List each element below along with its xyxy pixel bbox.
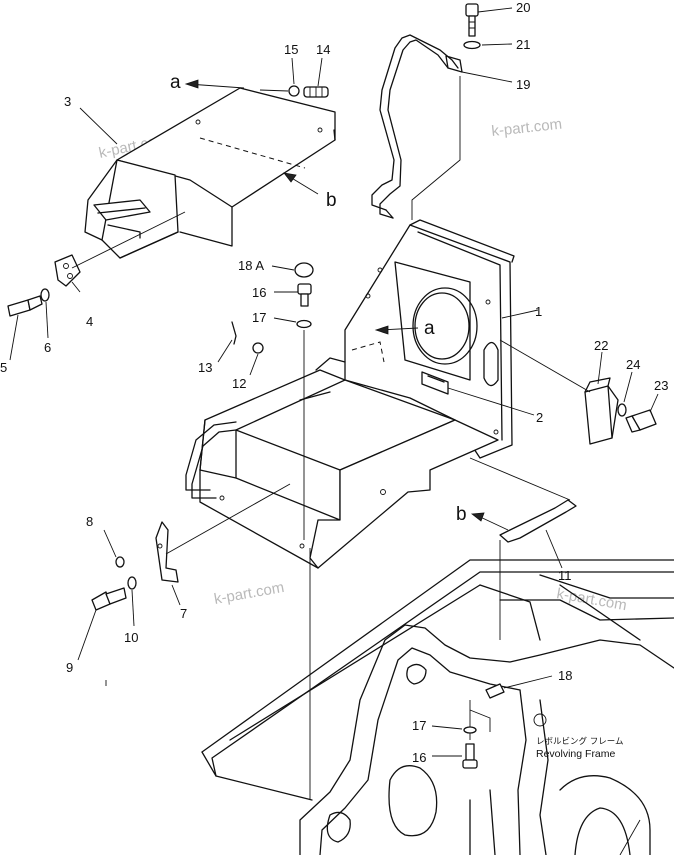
callout-16-lower: 16 [412, 750, 426, 765]
callout-2: 2 [536, 410, 543, 425]
callout-6: 6 [44, 340, 51, 355]
callout-19: 19 [516, 77, 530, 92]
callout-18a: 18 A [238, 258, 264, 273]
washer-10 [127, 576, 137, 590]
cover-part-3 [84, 87, 336, 259]
callout-3: 3 [64, 94, 71, 109]
callout-8: 8 [86, 514, 93, 529]
ref-letter-b-top: b [326, 190, 337, 211]
callout-5: 5 [0, 360, 7, 375]
bracket-7 [155, 521, 179, 583]
callout-12: 12 [232, 376, 246, 391]
callout-17-lower: 17 [412, 718, 426, 733]
washer-17-lower [463, 726, 477, 734]
rod-11 [499, 499, 577, 543]
handrail-19 [371, 34, 463, 219]
callout-16-upper: 16 [252, 285, 266, 300]
callout-7: 7 [180, 606, 187, 621]
washer-6 [40, 288, 50, 302]
watermark: k-part.com [213, 579, 286, 608]
washer-15 [288, 85, 300, 97]
ref-letter-a-top: a [170, 72, 181, 93]
callout-15: 15 [284, 42, 298, 57]
callout-4: 4 [86, 314, 93, 329]
callout-13: 13 [198, 360, 212, 375]
pin-13 [231, 321, 237, 345]
tray-box [185, 357, 499, 569]
callout-22: 22 [594, 338, 608, 353]
plate-18 [485, 683, 505, 699]
callout-23: 23 [654, 378, 668, 393]
callout-1: 1 [535, 304, 542, 319]
callout-10: 10 [124, 630, 138, 645]
bolt-14 [303, 86, 329, 98]
frame-label-japanese: レボルビング フレーム [536, 736, 623, 747]
washer-17-upper [296, 319, 312, 329]
watermark: k-part.com [491, 116, 563, 140]
frame-label-english: Revolving Frame [536, 748, 616, 760]
ref-letter-a-mid: a [424, 318, 435, 339]
callout-24: 24 [626, 357, 640, 372]
bolt-20 [465, 3, 479, 37]
bolt-16-lower [462, 743, 478, 769]
bolt-23 [625, 409, 657, 433]
main-support-1 [344, 219, 515, 459]
callout-14: 14 [316, 42, 330, 57]
bolt-5 [7, 295, 43, 317]
cap-18a [294, 262, 314, 278]
bolt-16-upper [297, 283, 312, 307]
revolving-frame [201, 559, 674, 855]
washer-21 [463, 40, 481, 50]
callout-9: 9 [66, 660, 73, 675]
washer-24 [617, 403, 627, 417]
bracket-4 [54, 254, 81, 287]
callout-17-upper: 17 [252, 310, 266, 325]
ref-letter-b-low: b [456, 504, 467, 525]
callout-11: 11 [558, 568, 572, 583]
nut-8 [115, 556, 125, 568]
bolt-9 [91, 587, 127, 611]
washer-12 [252, 342, 264, 354]
cover-22 [584, 377, 619, 445]
callout-18: 18 [558, 668, 572, 683]
callout-21: 21 [516, 37, 530, 52]
callout-20: 20 [516, 0, 530, 15]
